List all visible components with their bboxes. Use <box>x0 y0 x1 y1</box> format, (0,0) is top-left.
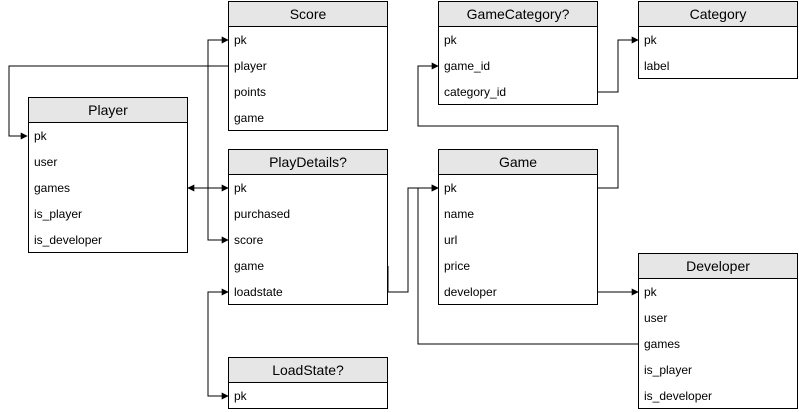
table-developer-title: Developer <box>639 254 797 279</box>
connector-playdetails-game-to-game-pk <box>387 184 439 293</box>
connector-game-to-gamecategory-gameid <box>417 62 619 189</box>
table-game[interactable]: Game pk name url price developer <box>438 149 598 305</box>
field-row: name <box>444 207 475 221</box>
field-row: user <box>644 311 668 325</box>
field-row: games <box>34 181 71 195</box>
field-row: pk <box>444 181 457 195</box>
field-row: game <box>234 111 265 125</box>
field-row: user <box>34 155 58 169</box>
field-row: developer <box>444 285 497 299</box>
field-row: game_id <box>444 59 491 73</box>
connector-to-score-pk <box>207 36 229 188</box>
field-row: player <box>234 59 267 73</box>
field-row: pk <box>644 285 657 299</box>
table-player-title: Player <box>29 98 187 123</box>
connector-score-player-to-player-pk <box>8 65 228 140</box>
table-score-title: Score <box>229 2 387 27</box>
table-game-category[interactable]: GameCategory? pk game_id category_id <box>438 1 598 105</box>
table-developer[interactable]: Developer pk user games is_player is_dev… <box>638 253 798 409</box>
table-category-title: Category <box>639 2 797 27</box>
table-category[interactable]: Category pk label <box>638 1 798 79</box>
field-row: game <box>234 259 265 273</box>
table-load-state-title: LoadState? <box>229 358 387 383</box>
field-row: category_id <box>444 85 507 99</box>
field-row: loadstate <box>234 285 283 299</box>
connector-developer-games-to-game-pk <box>417 184 638 345</box>
connector-to-playdetails-score <box>207 188 229 244</box>
table-score[interactable]: Score pk player points game <box>228 1 388 131</box>
table-player[interactable]: Player pk user games is_player is_develo… <box>28 97 188 253</box>
field-row: pk <box>34 129 47 143</box>
field-row: pk <box>644 33 657 47</box>
field-row: is_player <box>644 363 693 377</box>
field-row: label <box>644 59 670 73</box>
field-row: pk <box>234 389 247 403</box>
field-row: pk <box>444 33 457 47</box>
field-row: score <box>234 233 264 247</box>
table-play-details-title: PlayDetails? <box>229 150 387 175</box>
connector-category-id-to-category-pk <box>598 36 639 93</box>
field-row: is_player <box>34 207 83 221</box>
table-game-category-title: GameCategory? <box>439 2 597 27</box>
field-row: purchased <box>234 207 291 221</box>
table-load-state[interactable]: LoadState? pk <box>228 357 388 409</box>
table-game-title: Game <box>439 150 597 175</box>
field-row: games <box>644 337 681 351</box>
field-row: url <box>444 233 458 247</box>
field-row: is_developer <box>644 389 713 403</box>
field-row: pk <box>234 33 247 47</box>
field-row: pk <box>234 181 247 195</box>
table-play-details[interactable]: PlayDetails? pk purchased score game loa… <box>228 149 388 305</box>
field-row: is_developer <box>34 233 103 247</box>
connector-loadstate-to-loadstate-pk <box>207 288 229 400</box>
field-row: price <box>444 259 471 273</box>
field-row: points <box>234 85 267 99</box>
